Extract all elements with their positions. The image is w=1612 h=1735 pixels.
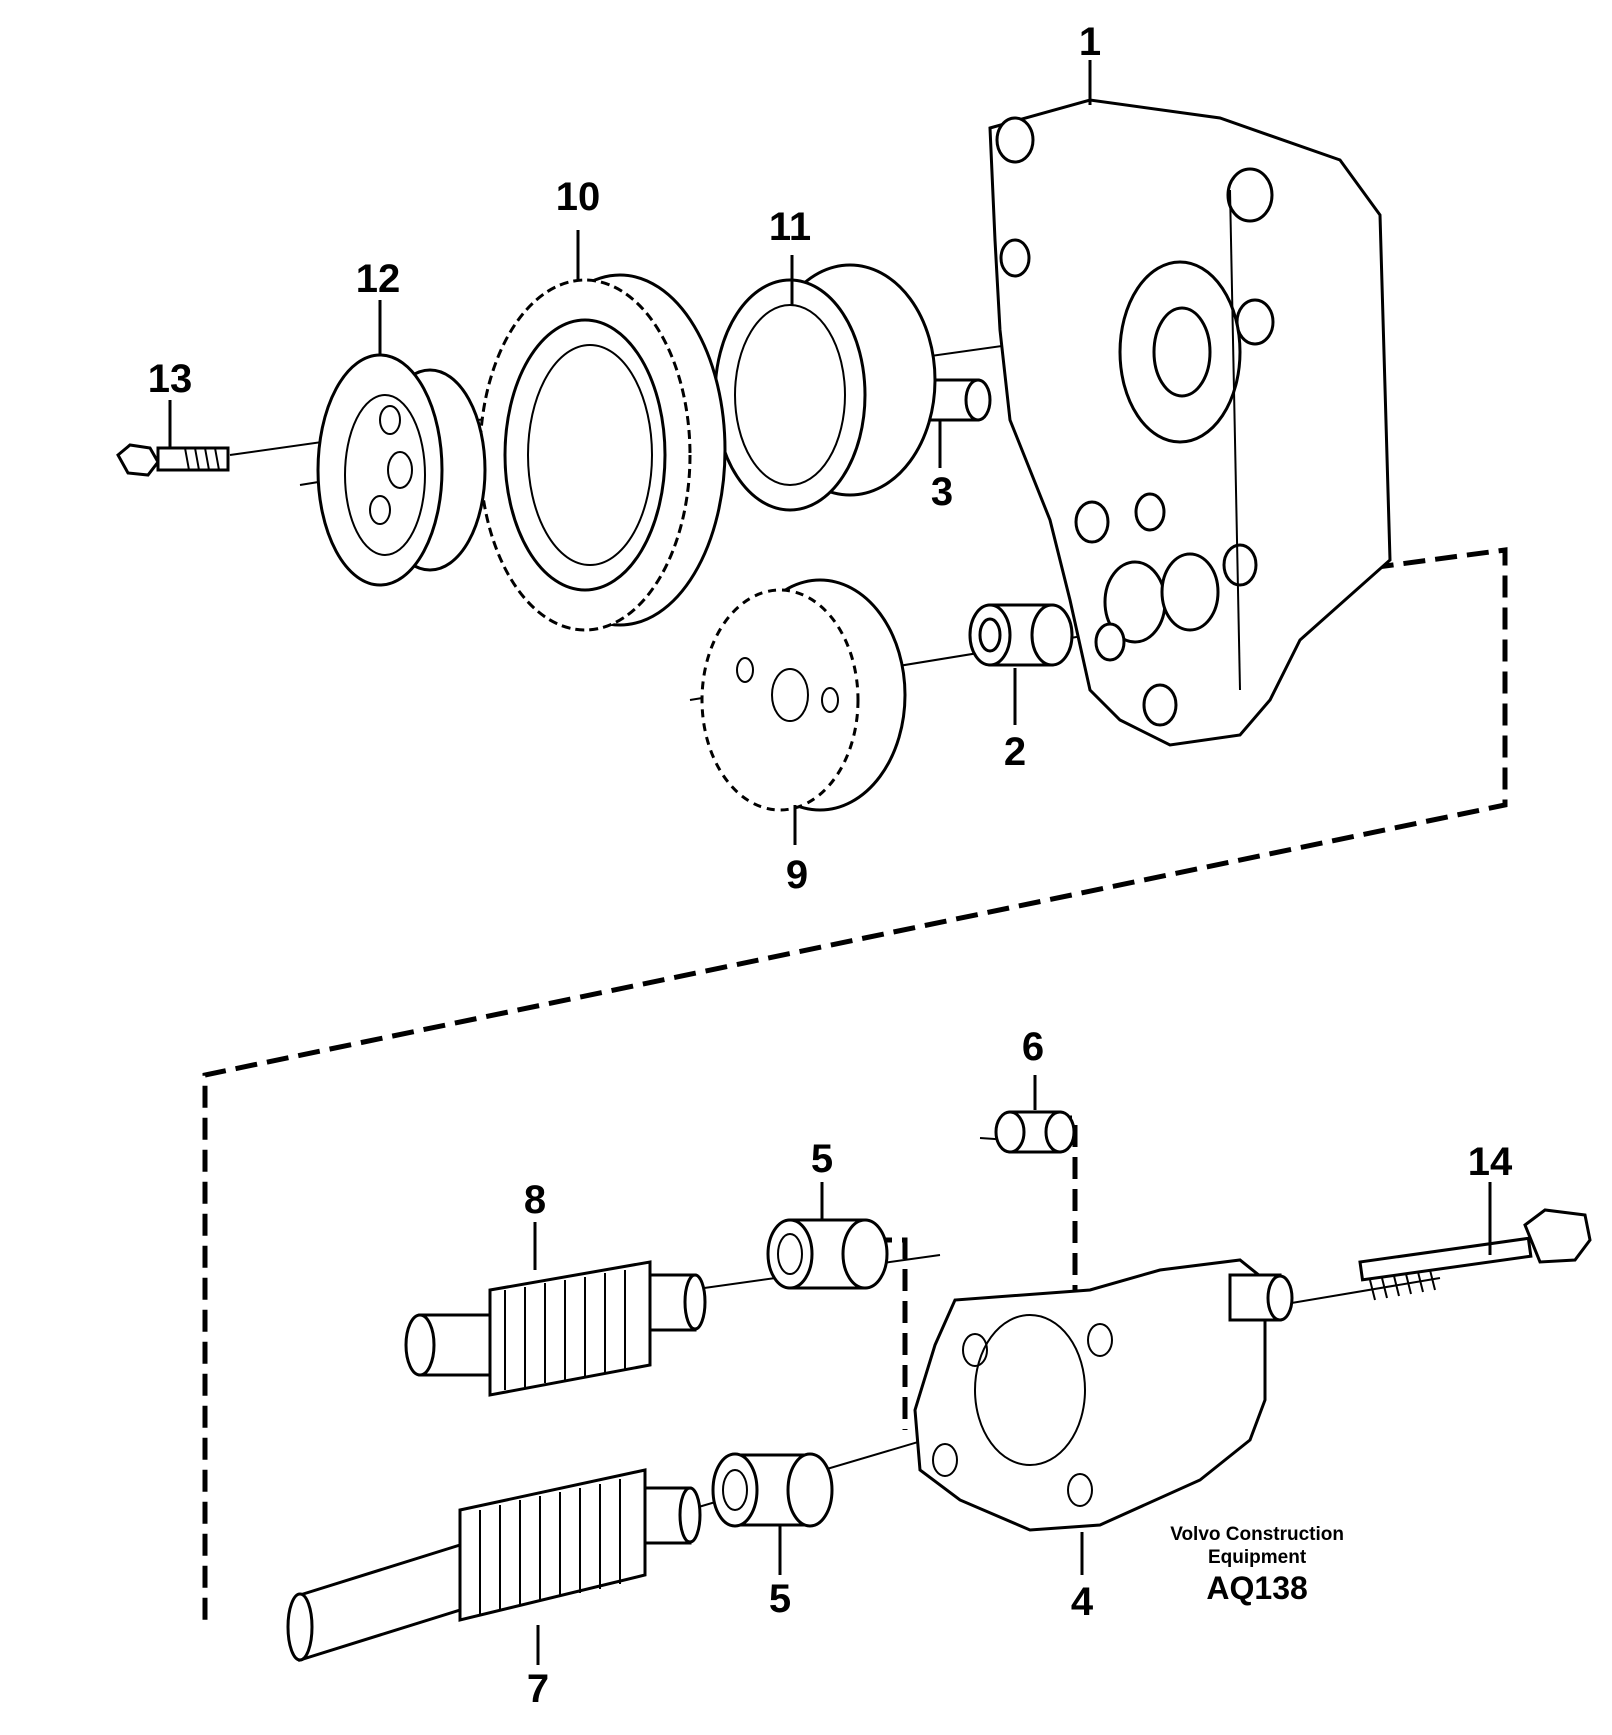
part-8-gear-shaft (404, 1260, 707, 1397)
callout-12: 12 (356, 257, 401, 301)
part-1-housing (988, 98, 1392, 747)
part-12-hub (316, 353, 487, 587)
callout-5-lower: 5 (769, 1577, 791, 1621)
part-5-bushing-upper (766, 1218, 889, 1290)
part-13-bolt (116, 443, 230, 477)
callout-14: 14 (1468, 1140, 1513, 1184)
callout-13: 13 (148, 357, 193, 401)
callout-8: 8 (524, 1178, 546, 1222)
part-7-gear-shaft (286, 1468, 702, 1663)
callout-6: 6 (1022, 1025, 1044, 1069)
part-11-ring (713, 263, 937, 512)
callout-2: 2 (1004, 730, 1026, 774)
part-6-bushing (994, 1110, 1076, 1154)
callout-11: 11 (769, 205, 811, 249)
part-4-pump-housing (913, 1258, 1294, 1532)
part-9-gear (700, 578, 907, 812)
part-10-gear (478, 273, 727, 632)
callout-9: 9 (786, 853, 808, 897)
callout-1: 1 (1079, 20, 1101, 64)
leader-lines (168, 60, 1492, 1665)
callout-labels: 1 3 2 9 10 11 12 13 6 5 8 14 4 5 7 (148, 20, 1513, 1711)
diagram-code: AQ138 (1206, 1570, 1308, 1606)
part-2-bushing (968, 603, 1074, 667)
part-5-bushing-lower (711, 1452, 834, 1528)
manufacturer-name-line2: Equipment (1208, 1547, 1307, 1568)
manufacturer-block: Volvo Construction Equipment AQ138 (1170, 1523, 1344, 1607)
manufacturer-name: Volvo Construction (1170, 1524, 1344, 1545)
callout-3: 3 (931, 470, 953, 514)
callout-5-upper: 5 (811, 1137, 833, 1181)
callout-4: 4 (1071, 1580, 1094, 1624)
part-14-long-bolt (1358, 1208, 1592, 1301)
callout-10: 10 (556, 175, 601, 219)
callout-7: 7 (527, 1667, 549, 1711)
